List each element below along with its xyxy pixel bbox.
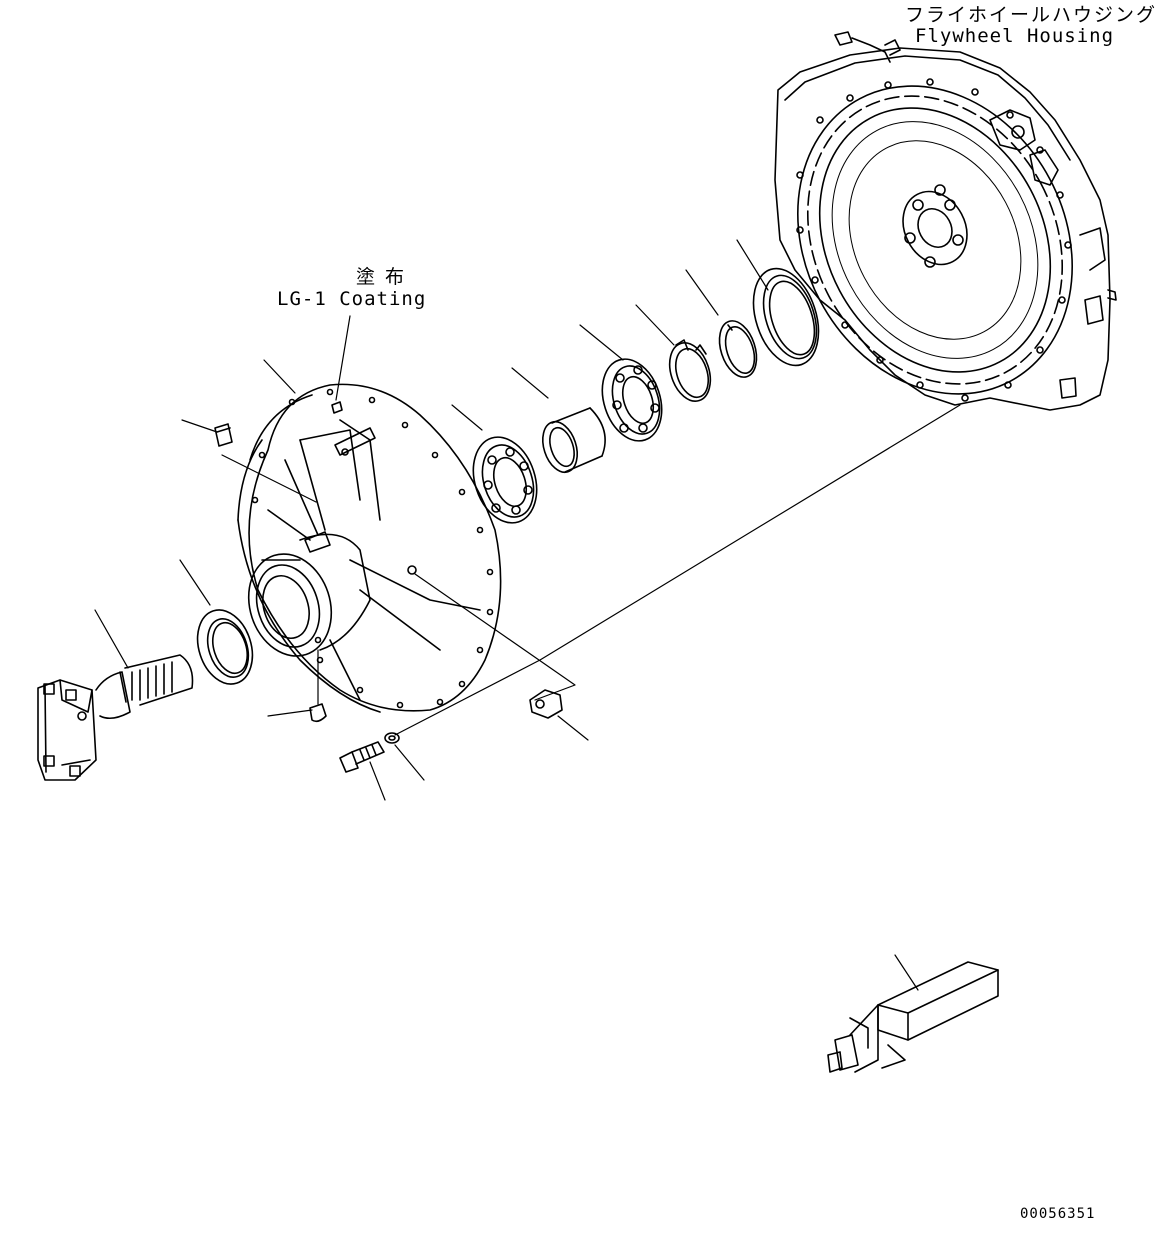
roller-bearing-outer — [592, 351, 671, 448]
nut — [530, 690, 562, 718]
oil-seal — [742, 260, 830, 374]
output-yoke — [38, 655, 193, 780]
flywheel-housing — [745, 32, 1125, 442]
spacer-sleeve — [537, 408, 605, 477]
washer — [385, 733, 399, 743]
front-seal-ring — [189, 603, 262, 691]
coating-label-jp: 塗 布 — [356, 266, 407, 288]
figure-number: 00056351 — [1020, 1206, 1096, 1222]
bolt — [340, 742, 384, 772]
housing-label-jp: フライホイールハウジング — [905, 4, 1158, 26]
coating-label-en: LG-1 Coating — [277, 288, 427, 310]
roller-bearing-inner — [463, 429, 547, 531]
snap-ring-large — [713, 316, 763, 382]
housing-label-en: Flywheel Housing — [915, 25, 1115, 47]
breather-plug — [215, 424, 232, 446]
drain-plug — [310, 704, 326, 721]
snap-ring-small — [663, 338, 718, 407]
installation-tool — [828, 962, 998, 1072]
center-housing — [236, 384, 501, 712]
leader-lines — [95, 240, 960, 990]
